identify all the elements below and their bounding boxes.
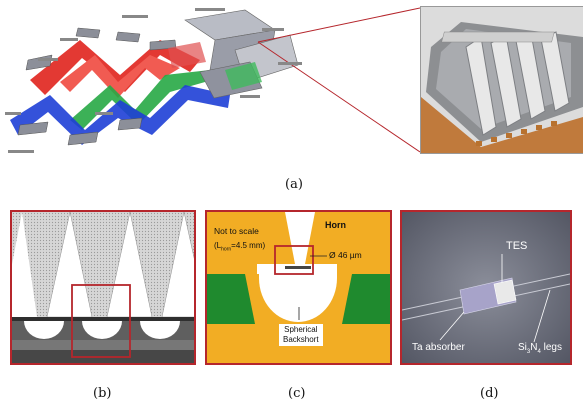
panel-d-tes: TES Ta absorber Si3N4 legs	[400, 210, 572, 365]
zoom-box	[71, 284, 131, 358]
label-ta-absorber: Ta absorber	[412, 342, 465, 353]
legs-prefix: Si	[518, 342, 527, 353]
caption-c: (c)	[288, 386, 306, 401]
horn-length-sub: horn	[221, 246, 232, 253]
legs-mid: N	[530, 342, 538, 353]
label-sin-legs: Si3N4 legs	[518, 342, 562, 355]
blue-ray-bundle	[10, 85, 230, 145]
legs-sub: 3	[526, 349, 531, 355]
zoom-line-bottom	[257, 41, 421, 153]
legs-sub2: 4	[537, 349, 541, 355]
label-tes: TES	[506, 240, 528, 252]
horn-detail-drawing	[207, 212, 390, 324]
panel-b-horn-array	[10, 210, 196, 365]
caption-d: (d)	[480, 386, 499, 401]
raytrace-drawing	[10, 7, 421, 153]
label-horn-length: (Lhorn=4.5 mm)	[214, 241, 265, 253]
detector-highlight-box	[274, 245, 314, 275]
label-spherical-backshort: Spherical Backshort	[279, 324, 323, 346]
green-ray-bundle	[70, 70, 210, 130]
label-not-to-scale: Not to scale	[214, 226, 259, 236]
panel-a-inset-render	[420, 6, 583, 154]
label-horn: Horn	[325, 220, 346, 230]
panel-a-raytrace	[0, 0, 421, 160]
horn-length-prefix: (L	[214, 241, 222, 250]
caption-b: (b)	[93, 386, 112, 401]
legs-suffix: legs	[540, 342, 562, 353]
label-spherical: Spherical	[284, 325, 318, 334]
label-diameter: Ø 46 µm	[329, 250, 362, 260]
zoom-line-top	[257, 7, 421, 43]
label-backshort: Backshort	[283, 335, 319, 344]
mirrors	[17, 27, 177, 146]
red-ray-bundle	[30, 40, 200, 98]
panel-c-horn-detail: Not to scale (Lhorn=4.5 mm) Horn Ø 46 µm…	[205, 210, 392, 365]
tes-micrograph	[402, 212, 570, 363]
horn-array-section	[12, 212, 194, 363]
caption-a: (a)	[285, 177, 303, 192]
horn-length-value: =4.5 mm)	[231, 241, 266, 250]
horn-array-render	[421, 7, 583, 153]
